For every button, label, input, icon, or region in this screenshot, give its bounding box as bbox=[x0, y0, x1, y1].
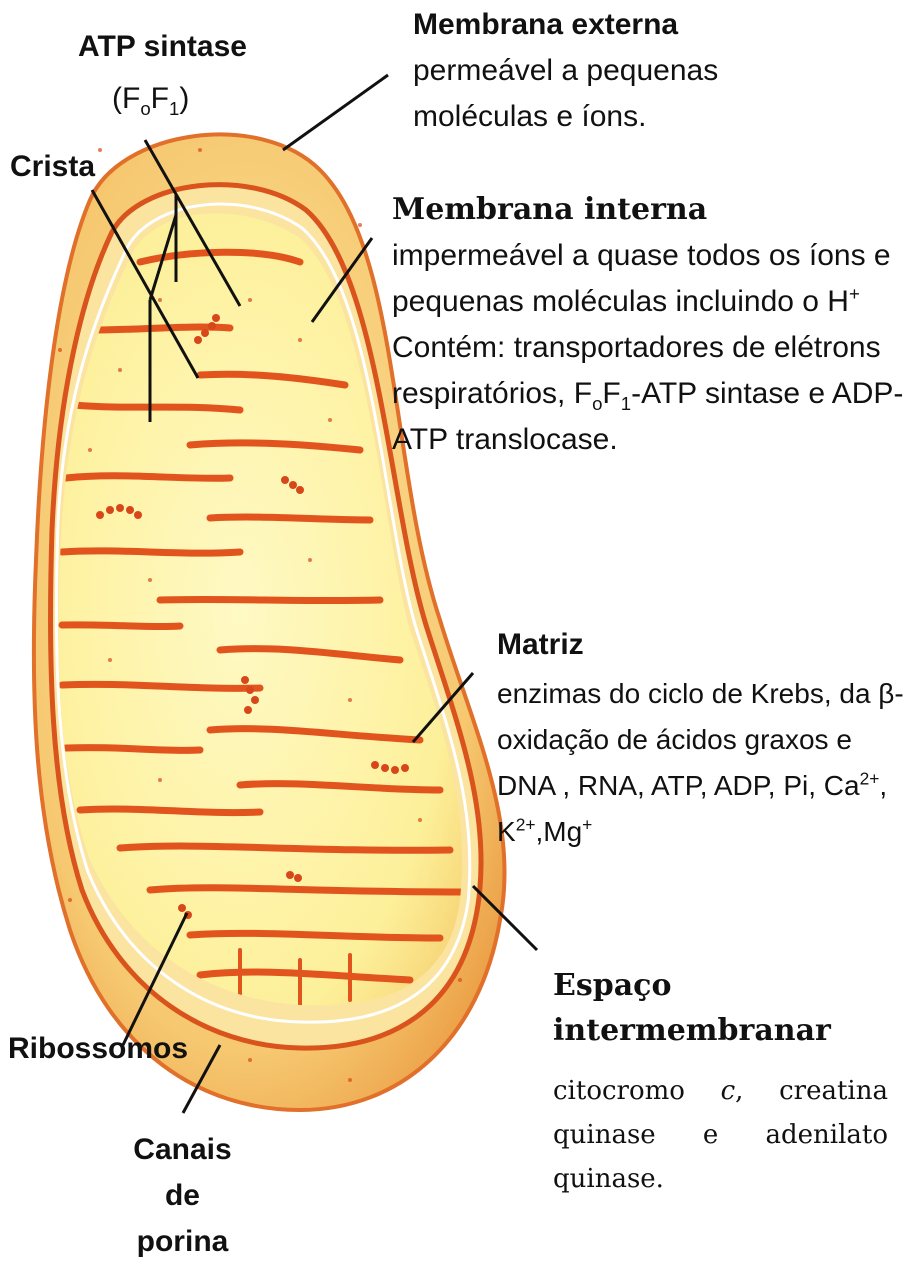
matrix-line3-end: , bbox=[879, 770, 887, 801]
inner-line4-o: o bbox=[592, 393, 602, 414]
intermembrane-label: Espaço intermembranar bbox=[553, 968, 831, 1048]
porin-channels-label: Canais de porina bbox=[120, 1133, 245, 1259]
inner-line2-sup: + bbox=[849, 283, 860, 304]
matrix-line2: oxidação de ácidos graxos e bbox=[497, 724, 904, 756]
inner-line4-1: 1 bbox=[621, 393, 631, 414]
inner-line2-text: pequenas moléculas incluindo o H bbox=[392, 285, 849, 318]
inner-membrane-line3: Contém: transportadores de elétrons bbox=[392, 331, 903, 365]
atp-synthase-title-text: ATP sintase bbox=[78, 30, 247, 63]
atp-synthase-title: ATP sintase bbox=[78, 30, 247, 64]
formula-open: (F bbox=[112, 82, 140, 115]
matrix-title: Matriz bbox=[497, 628, 584, 662]
intermembrane-line3: quinase. bbox=[553, 1164, 888, 1194]
outer-membrane-title: Membrana externa bbox=[413, 8, 718, 42]
formula-sub-1: 1 bbox=[169, 98, 179, 119]
porin-line2: de bbox=[120, 1179, 245, 1213]
matrix-line3-sup: 2+ bbox=[860, 769, 880, 789]
intermembrane-line2-b: e bbox=[703, 1120, 718, 1150]
inner-membrane-title: Membrana interna bbox=[392, 192, 903, 227]
matrix-description: enzimas do ciclo de Krebs, da β- oxidaçã… bbox=[497, 678, 904, 848]
inner-membrane-line1: impermeável a quase todos os íons e bbox=[392, 239, 903, 273]
intermembrane-line1-b: creatina bbox=[779, 1076, 888, 1106]
intermembrane-line2: quinase e adenilato bbox=[553, 1120, 888, 1150]
formula-f: F bbox=[151, 82, 169, 115]
intermembrane-description: citocromo c, creatina quinase e adenilat… bbox=[553, 1076, 888, 1194]
inner-line4-b: -ATP sintase e ADP- bbox=[631, 377, 903, 410]
crista-label: Crista bbox=[10, 150, 95, 184]
matrix-line4-mg: ,Mg bbox=[535, 816, 582, 847]
ribosomes-label: Ribossomos bbox=[8, 1032, 188, 1066]
inner-membrane-line2: pequenas moléculas incluindo o H+ bbox=[392, 285, 903, 319]
matrix-line3: DNA , RNA, ATP, ADP, Pi, Ca2+, bbox=[497, 770, 904, 802]
outer-membrane-line2: moléculas e íons. bbox=[413, 100, 718, 134]
matrix-line3-text: DNA , RNA, ATP, ADP, Pi, Ca bbox=[497, 770, 860, 801]
intermembrane-title2: intermembranar bbox=[553, 1013, 831, 1048]
inner-line4-a: respiratórios, F bbox=[392, 377, 592, 410]
outer-membrane-label: Membrana externa permeável a pequenas mo… bbox=[413, 8, 718, 134]
atp-synthase-formula: (FoF1) bbox=[112, 82, 189, 116]
inner-line4-f: F bbox=[602, 377, 620, 410]
intermembrane-line1-comma: , bbox=[735, 1076, 743, 1106]
intermembrane-line2-c: adenilato bbox=[765, 1120, 888, 1150]
porin-line3: porina bbox=[120, 1225, 245, 1259]
inner-membrane-line4: respiratórios, FoF1-ATP sintase e ADP- bbox=[392, 377, 903, 411]
formula-close: ) bbox=[179, 82, 189, 115]
intermembrane-line1-a: citocromo bbox=[553, 1076, 685, 1106]
porin-line1: Canais bbox=[120, 1133, 245, 1167]
matrix-line1: enzimas do ciclo de Krebs, da β- bbox=[497, 678, 904, 710]
formula-sub-o: o bbox=[140, 98, 150, 119]
inner-membrane-line5: ATP translocase. bbox=[392, 423, 903, 457]
outer-membrane-line1: permeável a pequenas bbox=[413, 54, 718, 88]
matrix-line4-k: K bbox=[497, 816, 516, 847]
matrix-line4-ksup: 2+ bbox=[516, 815, 536, 835]
intermembrane-line1: citocromo c, creatina bbox=[553, 1076, 888, 1106]
intermembrane-line1-c: c bbox=[721, 1076, 736, 1106]
intermembrane-title1: Espaço bbox=[553, 968, 831, 1003]
intermembrane-line1-c-wrap: c, bbox=[721, 1076, 744, 1106]
matrix-line4: K2+,Mg+ bbox=[497, 816, 904, 848]
matrix-line4-mgsup: + bbox=[582, 815, 592, 835]
matrix-label: Matriz bbox=[497, 628, 584, 662]
inner-membrane-label: Membrana interna impermeável a quase tod… bbox=[392, 192, 903, 457]
intermembrane-line2-a: quinase bbox=[553, 1120, 656, 1150]
